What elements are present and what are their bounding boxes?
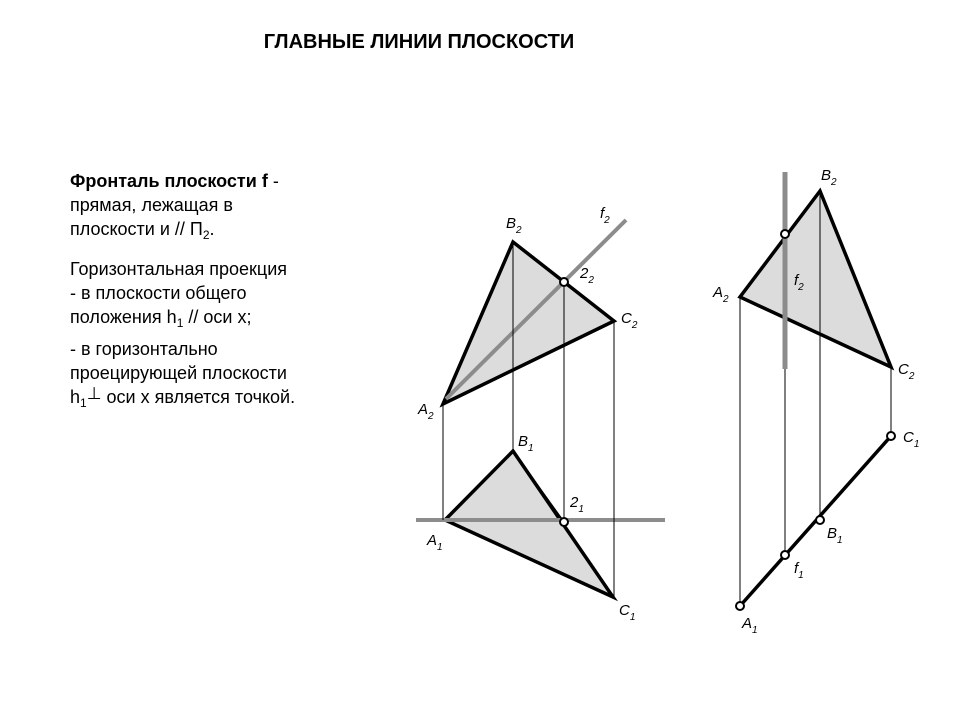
text-block: Фронталь плоскости f - прямая, лежащая в… — [70, 169, 410, 410]
hp-case1-line2-sub: 1 — [176, 316, 184, 330]
right-label-f1: f1 — [794, 560, 804, 581]
definition-paragraph: Фронталь плоскости f - прямая, лежащая в… — [70, 169, 410, 241]
left-label-f2: f2 — [600, 205, 610, 226]
hp-heading: Горизонтальная проекция — [70, 259, 288, 279]
definition-line-3-text: плоскости и // П — [70, 219, 203, 239]
hp-case2-line3-end: оси x является точкой. — [101, 387, 296, 407]
left-point-22 — [559, 277, 569, 287]
definition-line-1: Фронталь плоскости f - — [70, 169, 410, 193]
right-point-c1 — [886, 431, 896, 441]
left-line-b1-21 — [512, 450, 565, 523]
horizontal-projection-paragraph: Горизонтальная проекция - в плоскости об… — [70, 257, 410, 410]
left-label-a1: A1 — [426, 532, 443, 553]
hp-case1-line2-text: положения h — [70, 307, 177, 327]
hp-case2-line3: h1⊥ оси x является точкой. — [70, 384, 410, 410]
left-label-21: 21 — [569, 494, 584, 515]
right-label-c2: C2 — [898, 361, 915, 382]
hp-case1-line1: - в плоскости общего — [70, 283, 247, 303]
left-label-22: 22 — [579, 265, 594, 286]
left-label-a2: A2 — [417, 401, 434, 422]
definition-line-3-sub: 2 — [202, 228, 210, 242]
right-point-b1 — [815, 515, 825, 525]
right-label-f2: f2 — [794, 272, 804, 293]
left-epure: B2 f2 22 C2 A2 B1 21 A1 C1 — [416, 205, 665, 623]
left-label-c1: C1 — [619, 602, 635, 623]
right-label-a2: A2 — [712, 284, 729, 305]
right-label-b1: B1 — [827, 525, 843, 546]
left-label-c2: C2 — [621, 310, 638, 331]
hp-case1-line2: положения h1 // оси x; — [70, 305, 410, 329]
perpendicular-symbol: ⊥ — [86, 384, 102, 403]
left-frontal-triangle — [439, 239, 618, 408]
hp-case2-line3-sub: 1 — [80, 396, 87, 410]
right-point-frontal — [780, 229, 790, 239]
right-point-f1 — [780, 550, 790, 560]
hp-case2-line3-text: h — [70, 387, 81, 407]
right-label-c1: C1 — [903, 429, 919, 450]
definition-line-3-end: . — [209, 219, 215, 239]
right-label-b2: B2 — [821, 167, 837, 188]
left-point-21 — [559, 517, 569, 527]
hp-case2-line1: - в горизонтально — [70, 339, 218, 359]
definition-line-3: плоскости и // П2. — [70, 217, 410, 241]
right-frontal-triangle — [737, 187, 895, 371]
definition-dash: - — [267, 171, 279, 191]
definition-line-2: прямая, лежащая в — [70, 195, 233, 215]
hp-case1-line2-end: // оси x; — [183, 307, 252, 327]
right-epure: B2 A2 f2 C2 C1 B1 f1 A1 — [712, 167, 919, 636]
right-label-a1: A1 — [741, 615, 758, 636]
hp-case2-line2: проецирующей плоскости — [70, 363, 287, 383]
left-line-b2-22 — [512, 241, 565, 283]
left-label-b2: B2 — [506, 215, 522, 236]
left-label-b1: B1 — [518, 433, 534, 454]
slide-title: ГЛАВНЫЕ ЛИНИИ ПЛОСКОСТИ — [263, 31, 575, 53]
right-point-a1 — [735, 601, 745, 611]
definition-term: Фронталь плоскости f — [70, 171, 268, 191]
left-frontal-line-f2 — [444, 218, 628, 401]
